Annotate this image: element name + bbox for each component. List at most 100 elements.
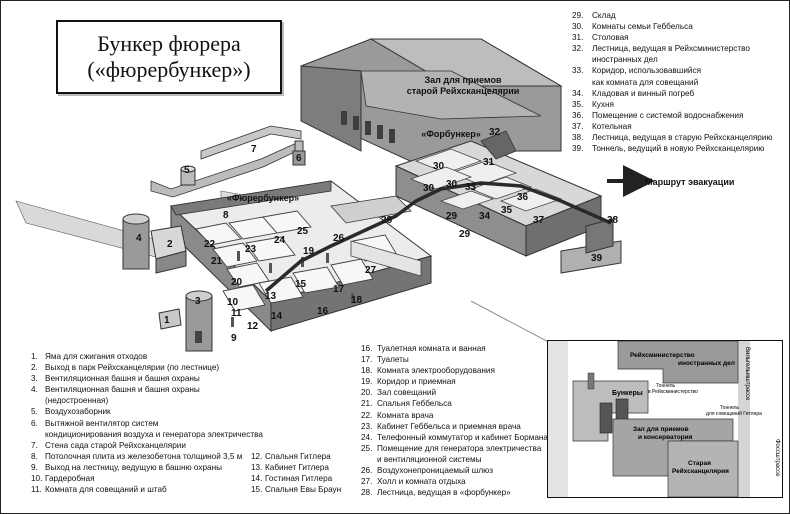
legend-low: 12.Спальня Гитлера 13.Кабинет Гитлера 14… <box>251 451 341 495</box>
map-hall-2: и консерватория <box>638 434 693 441</box>
room-number: 22 <box>204 239 216 250</box>
legend-item: 22.Комната врача <box>361 410 434 420</box>
title-line-1: Бункер фюрера <box>97 31 241 56</box>
room-number: 29 <box>446 211 458 222</box>
room-number: 18 <box>351 295 363 306</box>
legend-item: 27.Холл и комната отдыха <box>361 477 466 487</box>
map-tunnel-a-2: в Рейхсминистерство <box>648 388 698 395</box>
map-tunnel-b-2: для совещаний Гитлера <box>706 410 762 417</box>
tower-4 <box>122 213 150 270</box>
legend-item: иностранных дел <box>592 55 658 65</box>
legend-item: 7.Стена сада старой Рейхсканцелярии <box>31 440 186 450</box>
room-number: 36 <box>517 192 529 203</box>
room-number: 30 <box>433 161 445 172</box>
map-ministry-2: иностранных дел <box>678 360 735 367</box>
legend-item: 26.Воздухонепроницаемый шлюз <box>361 466 494 476</box>
map-tunnel-b: Тоннель <box>720 405 739 411</box>
legend-item: 28.Лестница, ведущая в «форбункер» <box>361 488 511 498</box>
room-number: 6 <box>296 153 302 164</box>
evacuation-route-line <box>264 181 612 293</box>
room-number: 27 <box>365 265 377 276</box>
room-number: 25 <box>297 226 309 237</box>
garden-wall <box>150 125 302 198</box>
map-street-vertical: Вильгельмштрассе <box>744 347 750 401</box>
legend-item: 13.Кабинет Гитлера <box>251 463 329 473</box>
location-map: Рейхсминистерство иностранных дел Бункер… <box>547 340 783 498</box>
legend-item: 14.Гостиная Гитлера <box>251 474 333 484</box>
legend-item: (недостроенная) <box>45 396 109 406</box>
legend-item: 31.Столовая <box>572 33 629 43</box>
title-box: Бункер фюрера («фюрербункер») <box>56 20 282 94</box>
room-number: 26 <box>333 233 345 244</box>
room-number: 5 <box>184 165 190 176</box>
room-number: 9 <box>231 333 237 344</box>
legend-item: 12.Спальня Гитлера <box>251 452 331 461</box>
legend-item: 29.Склад <box>572 11 616 20</box>
legend-item: 36.Помещение с системой водоснабжения <box>572 110 744 120</box>
legend-left: 1.Яма для сжигания отходов 2.Выход в пар… <box>31 351 263 495</box>
map-leader-line <box>470 300 557 347</box>
legend-item: и вентиляционной системы <box>377 454 482 464</box>
room-number: 28 <box>381 215 393 226</box>
room-number: 12 <box>247 321 259 332</box>
room-number: 29 <box>459 229 471 240</box>
legend-item: 9.Выход на лестницу, ведущую в башню охр… <box>31 462 222 472</box>
room-number: 1 <box>164 315 170 326</box>
legend-item: 6.Вытяжной вентилятор систем <box>31 418 159 428</box>
room-number: 2 <box>167 239 173 250</box>
fuhrerbunker-label: «Фюрербункер» <box>227 193 299 203</box>
legend-item: кондиционирования воздуха и генератора э… <box>45 429 263 439</box>
room-number: 37 <box>533 215 545 226</box>
room-number: 13 <box>265 291 277 302</box>
location-map-drawing: Рейхсминистерство иностранных дел Бункер… <box>548 341 780 497</box>
room-number: 39 <box>591 253 603 264</box>
legend-item: 16.Туалетная комнатa и ванная <box>361 344 486 353</box>
room-number: 20 <box>231 277 243 288</box>
old-chancellery-block <box>667 440 739 497</box>
legend-right: 29.Склад 30.Комнаты семьи Геббельса 31.С… <box>572 10 773 154</box>
legend-item: 19.Коридор и приемная <box>361 377 456 387</box>
legend-item: 23.Кабинет Геббельса и приемная врача <box>361 421 521 431</box>
hall-label-2: старой Рейхсканцелярии <box>407 86 520 96</box>
tower-3 <box>185 290 213 352</box>
legend-item: 25.Помещение для генератора электричеств… <box>361 443 542 453</box>
room-number: 16 <box>317 306 329 317</box>
map-tower <box>587 372 595 390</box>
legend-item: 8.Потолочная плита из железобетона толщи… <box>31 451 243 461</box>
room-number: 30 <box>446 179 458 190</box>
map-old: Старая <box>688 460 711 467</box>
room-number: 23 <box>245 244 257 255</box>
legend-item: 4.Вентиляционная башня и башня охраны <box>31 385 200 395</box>
room-number: 33 <box>465 182 477 193</box>
legend-item: 17.Туалеты <box>361 355 409 365</box>
map-old-2: Рейхсканцелярия <box>672 467 729 475</box>
bunker-1 <box>599 402 613 434</box>
reception-hall-building <box>300 38 563 167</box>
room-number: 30 <box>423 183 435 194</box>
title-line-2: («фюрербункер») <box>87 57 251 82</box>
evacuation-label: Маршрут эвакуации <box>645 177 734 187</box>
room-number: 21 <box>211 256 223 267</box>
legend-item: 11.Комната для совещаний и штаб <box>31 485 167 495</box>
legend-item: 18.Комната электрооборудования <box>361 366 495 376</box>
hall-label: Зал для приемов <box>425 75 502 85</box>
legend-item: 2.Выход в парк Рейхсканцелярии (по лестн… <box>31 363 220 373</box>
map-tunnel-a: Тоннель <box>656 383 675 389</box>
street-vertical <box>738 341 750 497</box>
legend-item: 15.Спальня Евы Браун <box>251 485 342 495</box>
exhaust-fan <box>292 140 306 166</box>
map-street-horizontal: Фоссштрассе <box>774 439 780 477</box>
room-number: 10 <box>227 297 239 308</box>
legend-item: 32.Лестница, ведущая в Рейхсминистерство <box>572 44 750 54</box>
legend-item: 21.Спальня Геббельса <box>361 399 452 409</box>
legend-item: как комната для совещаний <box>592 77 699 87</box>
legend-item: 10.Гардеробная <box>31 474 95 484</box>
room-number: 4 <box>136 233 142 244</box>
street-left <box>548 341 568 497</box>
map-bunkers: Бункеры <box>612 390 643 397</box>
room-number: 38 <box>607 215 619 226</box>
room-number: 7 <box>251 144 257 155</box>
map-ministry: Рейхсминистерство <box>630 351 695 359</box>
